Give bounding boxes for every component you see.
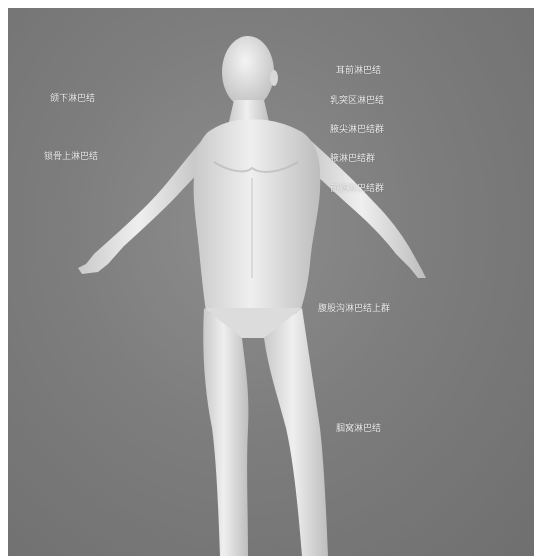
label-popliteal-nodes: 腘窝淋巴结 [336, 424, 381, 434]
human-body-model [8, 8, 534, 556]
label-inguinal-superior-nodes: 腹股沟淋巴结上群 [318, 304, 390, 314]
label-axillary-apex-nodes: 腋尖淋巴结群 [330, 125, 384, 135]
torso [194, 120, 321, 313]
head [222, 36, 278, 108]
label-anterior-chest-nodes: 前胸淋巴结群 [330, 184, 384, 194]
label-submandibular-nodes: 颌下淋巴结 [50, 94, 95, 104]
label-axillary-lateral-nodes: 腋淋巴结群 [330, 154, 375, 164]
label-postauricular-nodes: 耳前淋巴结 [336, 66, 381, 76]
label-pectoral-nodes: 乳突区淋巴结 [330, 96, 384, 106]
label-supraclavicular-nodes: 锁骨上淋巴结 [44, 152, 98, 162]
anatomy-panel: 颌下淋巴结 锁骨上淋巴结 耳前淋巴结 乳突区淋巴结 腋尖淋巴结群 腋淋巴结群 前… [8, 8, 534, 556]
left-leg [203, 308, 248, 556]
left-arm [78, 138, 212, 274]
right-leg [264, 308, 328, 556]
